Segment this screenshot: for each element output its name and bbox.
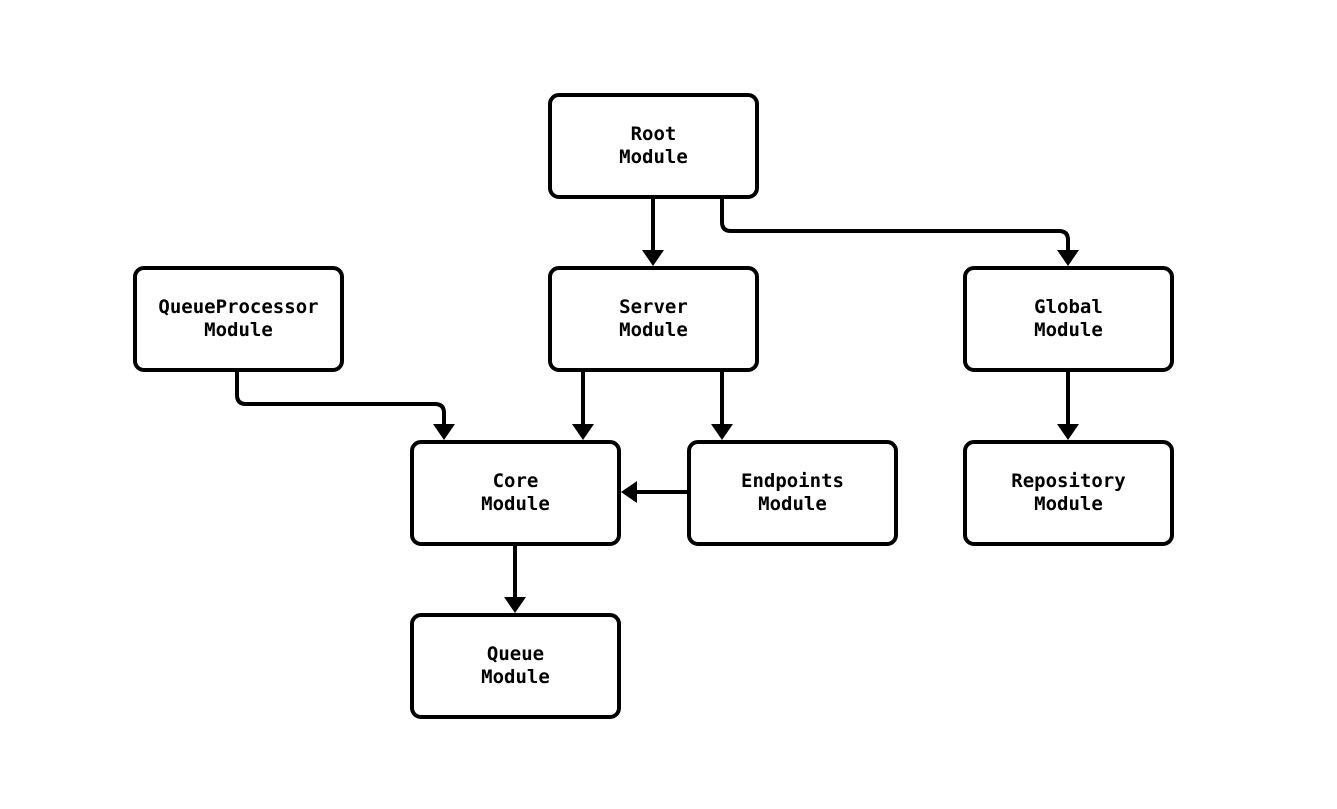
node-endpoints-module[interactable]: Endpoints Module [687, 440, 898, 546]
arrowhead-root-to-global [1057, 250, 1079, 266]
arrowhead-endpoints-to-core [621, 481, 637, 503]
arrowhead-queueprocessor-to-core [433, 424, 455, 440]
node-queueprocessor-module-label: QueueProcessor Module [158, 296, 319, 341]
edge-queueprocessor-to-core [235, 372, 446, 431]
arrowhead-server-to-core [572, 424, 594, 440]
arrowhead-global-to-repository [1057, 424, 1079, 440]
arrowhead-root-to-server [642, 250, 664, 266]
node-root-module[interactable]: Root Module [548, 93, 759, 199]
node-server-module[interactable]: Server Module [548, 266, 759, 372]
arrowhead-core-to-queue [504, 597, 526, 613]
node-core-module[interactable]: Core Module [410, 440, 621, 546]
arrowhead-server-to-endpoints [711, 424, 733, 440]
node-server-module-label: Server Module [619, 296, 688, 341]
node-repository-module[interactable]: Repository Module [963, 440, 1174, 546]
node-queue-module[interactable]: Queue Module [410, 613, 621, 719]
node-queue-module-label: Queue Module [481, 643, 550, 688]
node-global-module[interactable]: Global Module [963, 266, 1174, 372]
node-global-module-label: Global Module [1034, 296, 1103, 341]
edge-root-to-global [720, 199, 1070, 257]
node-root-module-label: Root Module [619, 123, 688, 168]
node-endpoints-module-label: Endpoints Module [741, 470, 844, 515]
node-queueprocessor-module[interactable]: QueueProcessor Module [133, 266, 344, 372]
node-repository-module-label: Repository Module [1011, 470, 1126, 515]
node-core-module-label: Core Module [481, 470, 550, 515]
